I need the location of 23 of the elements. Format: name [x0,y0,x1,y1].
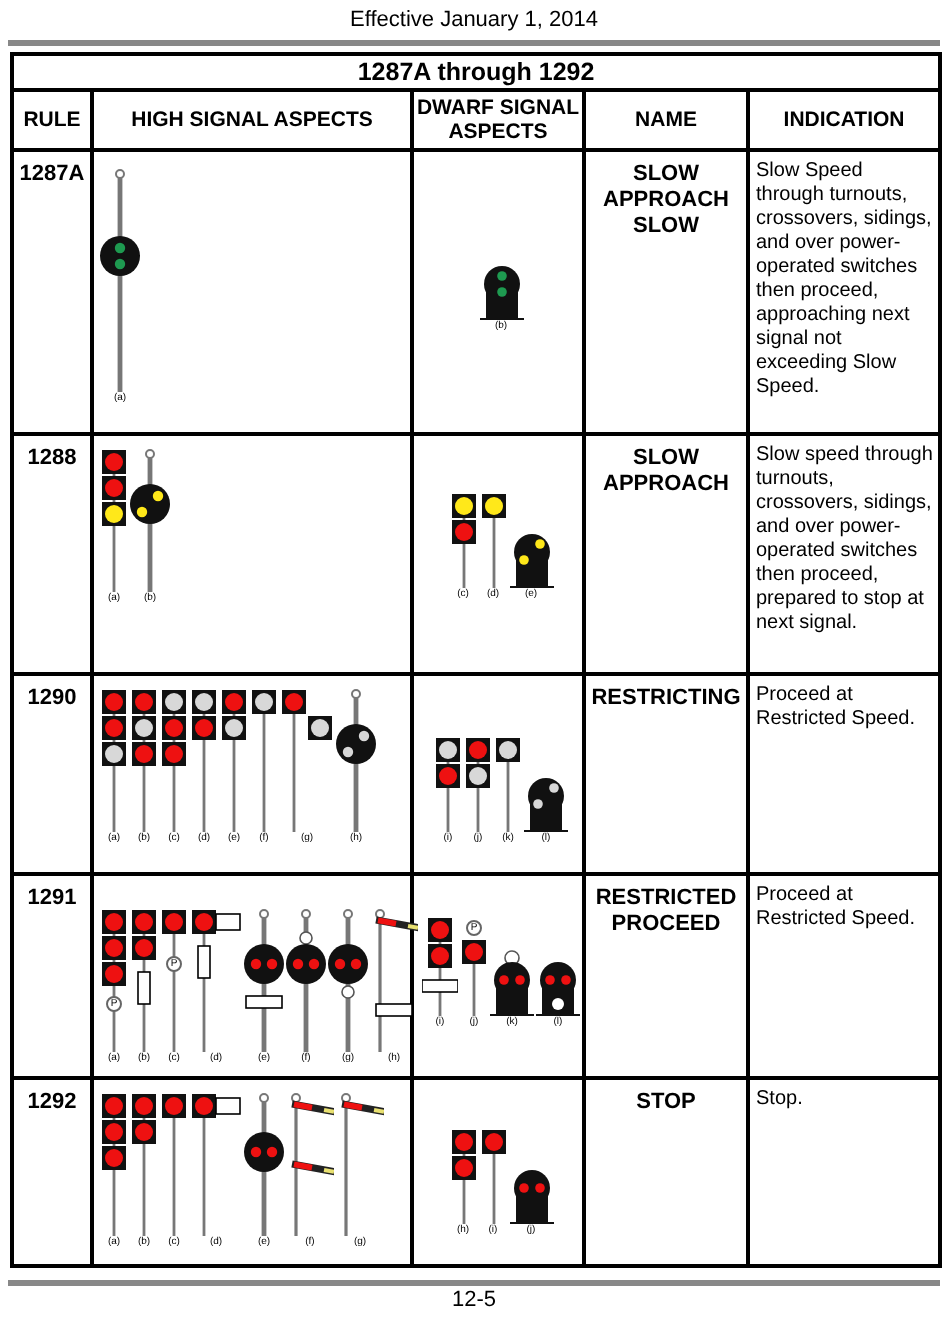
aspect-name: STOP [634,1088,698,1116]
page-number: 12-5 [449,1286,499,1312]
column-header: NAME [635,108,697,132]
indication-text: Stop. [754,1086,805,1112]
indication-text: Slow speed through turnouts, crossovers, sidings, and over power-operated switches then proceed, prepared to stop at next signal. [754,442,935,636]
effective-date: Effective January 1, 2014 [350,8,598,32]
rule-number: 1290 [25,684,79,710]
column-header: HIGH SIGNAL ASPECTS [131,108,373,132]
rule-number: 1292 [25,1088,79,1114]
rule-number: 1287A [17,160,87,186]
column-header: INDICATION [783,108,905,132]
indication-text: Proceed at Restricted Speed. [754,882,917,932]
indication-text: Proceed at Restricted Speed. [754,682,917,732]
column-header: RULE [23,108,81,132]
indication-text: Slow Speed through turnouts, crossovers, sidings, and over power-operated switches then proceed, approaching next signal not exceeding Slow Speed. [754,158,934,400]
rule-number: 1288 [25,444,79,470]
aspect-name: SLOW APPROACH SLOW [601,160,731,240]
column-header: DWARF SIGNAL ASPECTS [416,96,580,144]
rule-number: 1291 [25,884,79,910]
aspect-name: RESTRICTING [589,684,743,712]
aspect-name: SLOW APPROACH [601,444,731,498]
aspect-name: RESTRICTED PROCEED [593,884,739,938]
table-title: 1287A through 1292 [357,58,595,86]
